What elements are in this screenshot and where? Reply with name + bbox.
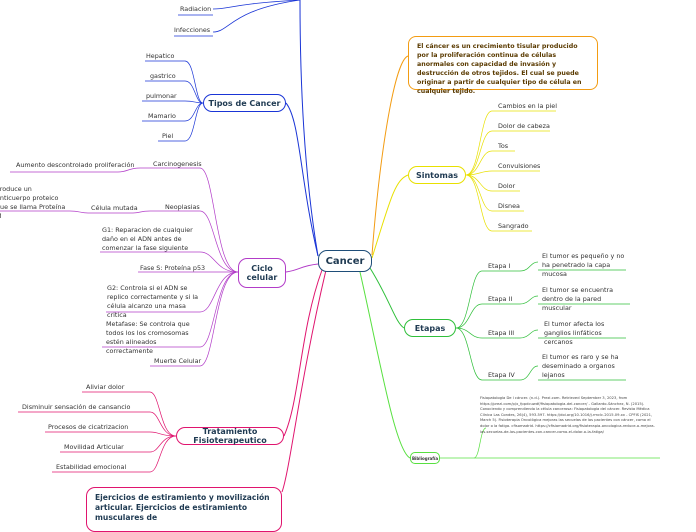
bibliografia-text: Fisiopatología De l cáncer. (n.d.). Prez… xyxy=(480,396,655,434)
proteina-m-label: Produce un anticuerpo proteico que se ll… xyxy=(0,185,66,220)
fisio-item: Procesos de cicatrizacion xyxy=(48,423,129,431)
ejercicios-node[interactable]: Ejercicios de estiramiento y movilizació… xyxy=(86,487,282,532)
etapa-label: Etapa IV xyxy=(488,371,515,379)
fisio-item: Disminuir sensación de cansancio xyxy=(22,403,131,411)
metafase-label: Metafase: Se controla que todos los los … xyxy=(106,320,190,355)
etapa-desc: El tumor es pequeño y no ha penetrado la… xyxy=(542,252,625,278)
sintomas-node[interactable]: Sintomas xyxy=(408,166,466,184)
sintoma-item: Disnea xyxy=(498,202,520,210)
carcinogenesis-label: Carcinogenesis xyxy=(153,160,202,168)
bibliografia-node[interactable]: Bibliografía xyxy=(410,452,440,464)
treatment-infecciones: Infecciones xyxy=(174,26,211,34)
etapa-label: Etapa III xyxy=(488,329,515,337)
sintoma-item: Dolor de cabeza xyxy=(498,122,550,130)
celula-mutada-label: Célula mutada xyxy=(91,204,138,212)
fisio-item: Aliviar dolor xyxy=(86,383,125,391)
tipo-item: Hepatico xyxy=(146,52,175,60)
sintoma-item: Convulsiones xyxy=(498,162,541,170)
central-node[interactable]: Cancer xyxy=(318,250,372,272)
fisio-item: Movilidad Articular xyxy=(64,443,124,451)
etapa-desc: El tumor afecta los ganglios linfáticos … xyxy=(544,320,605,346)
sintoma-item: Cambios en la piel xyxy=(498,102,557,110)
ejercicios-text: Ejercicios de estiramiento y movilizació… xyxy=(95,493,270,522)
treatment-radiacion: Radiacion xyxy=(180,5,212,13)
etapa-label: Etapa II xyxy=(488,295,513,303)
aumento-label: Aumento descontrolado proliferación xyxy=(16,161,135,169)
ciclo-node[interactable]: Ciclo celular xyxy=(238,258,286,288)
etapa-desc: El tumor se encuentra dentro de la pared… xyxy=(542,286,614,312)
fase-s-label: Fase S: Proteína p53 xyxy=(140,264,206,272)
sintoma-item: Dolor xyxy=(498,182,516,190)
tipo-item: Mamario xyxy=(148,112,176,120)
muerte-label: Muerte Celular xyxy=(154,357,202,365)
sintoma-item: Sangrado xyxy=(498,222,529,230)
sintoma-item: Tos xyxy=(498,142,509,150)
tipo-item: gastrico xyxy=(150,72,176,80)
tipos-node[interactable]: Tipos de Cancer xyxy=(203,94,286,112)
etapa-label: Etapa I xyxy=(488,262,511,270)
etapa-desc: El tumor es raro y se ha deseminado a or… xyxy=(542,353,619,379)
g2-label: G2: Controla si el ADN se replico correc… xyxy=(107,284,199,319)
fisio-item: Estabilidad emocional xyxy=(56,463,127,471)
tipo-item: pulmonar xyxy=(146,92,177,100)
tipo-item: Piel xyxy=(162,132,174,140)
neoplasias-label: Neoplasias xyxy=(165,203,200,211)
g1-label: G1: Reparacion de cualquier daño en el A… xyxy=(102,226,193,252)
etapas-node[interactable]: Etapas xyxy=(404,319,456,337)
fisio-node[interactable]: Tratamiento Fisioterapeutico xyxy=(176,427,284,445)
definition-box[interactable]: El cáncer es un crecimiento tisular prod… xyxy=(408,36,598,95)
